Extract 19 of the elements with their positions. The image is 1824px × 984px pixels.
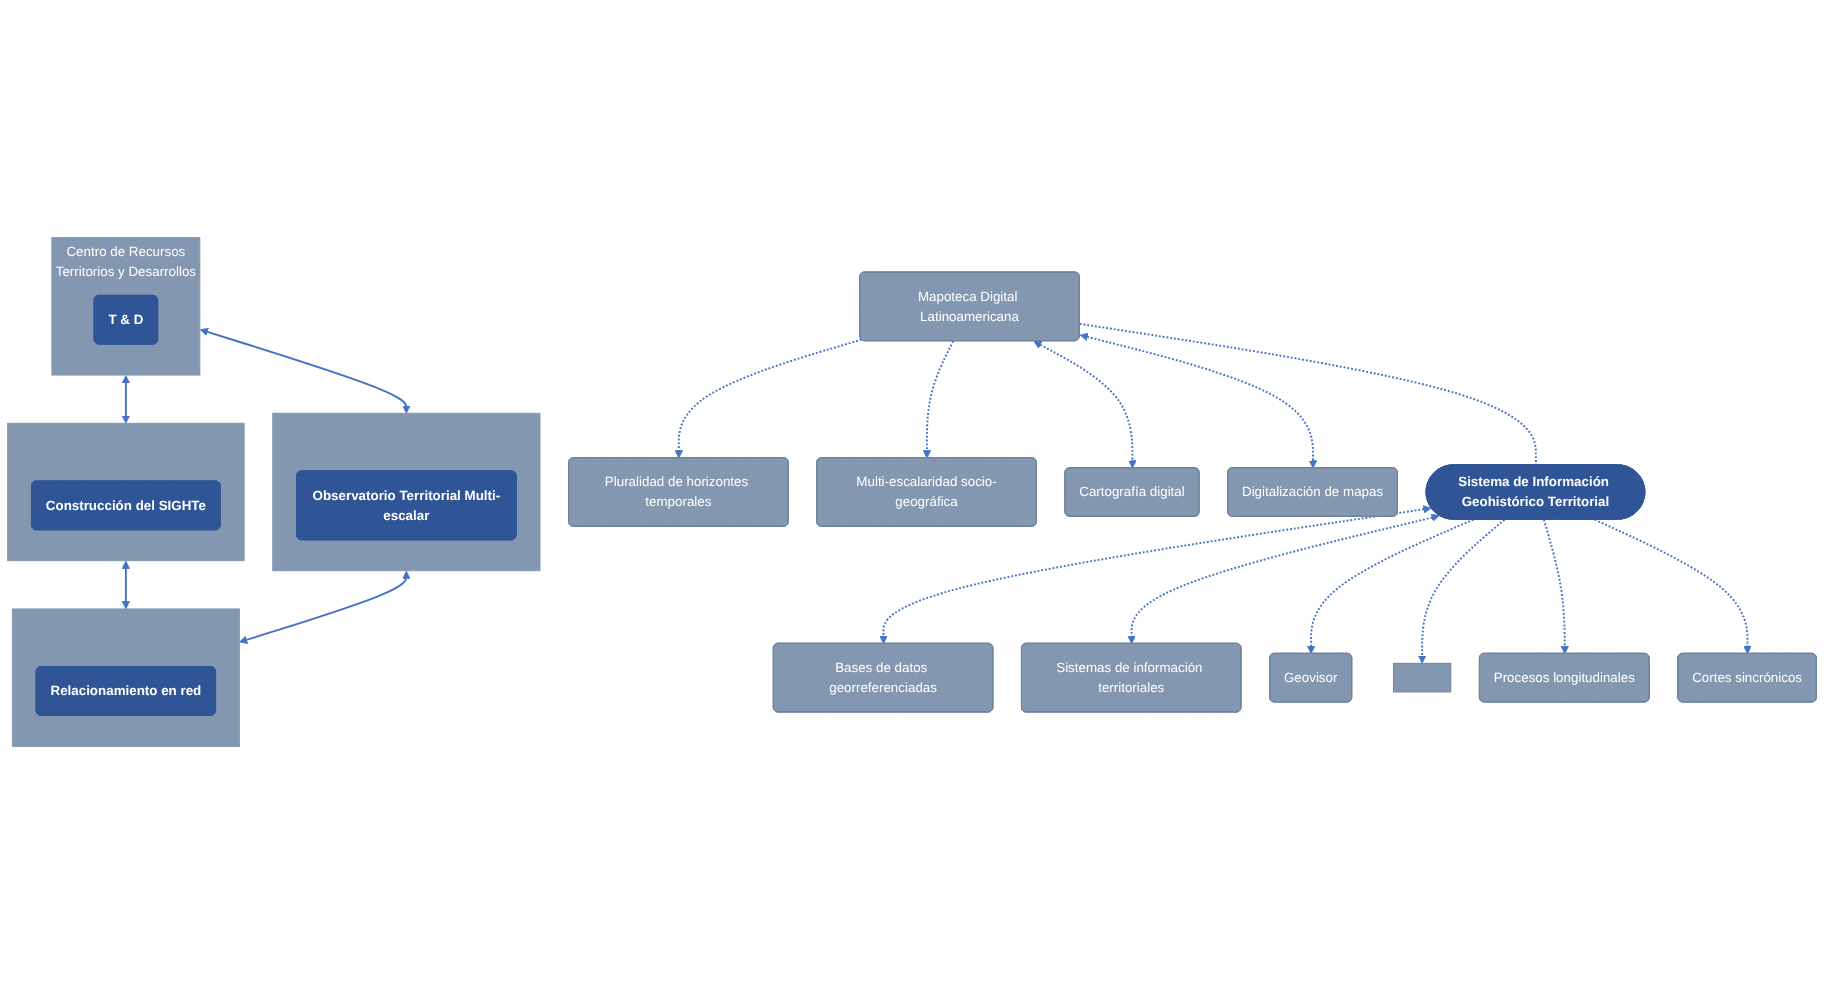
arrow <box>1417 518 1506 664</box>
arrow <box>239 570 411 644</box>
node-box <box>1393 662 1452 693</box>
arrow <box>1033 341 1137 469</box>
arrow <box>1306 518 1475 655</box>
cluster <box>7 422 245 562</box>
arrow <box>121 560 131 610</box>
arrow <box>1593 518 1752 655</box>
arrow <box>1079 332 1318 469</box>
arrow <box>1127 513 1440 645</box>
cluster <box>272 412 541 572</box>
cluster <box>11 608 240 747</box>
connector <box>1078 322 1537 467</box>
arrow <box>922 340 955 459</box>
arrow <box>121 375 131 424</box>
arrow <box>199 327 411 414</box>
arrow <box>1543 518 1569 655</box>
arrow <box>674 338 863 459</box>
arrow <box>879 505 1432 645</box>
